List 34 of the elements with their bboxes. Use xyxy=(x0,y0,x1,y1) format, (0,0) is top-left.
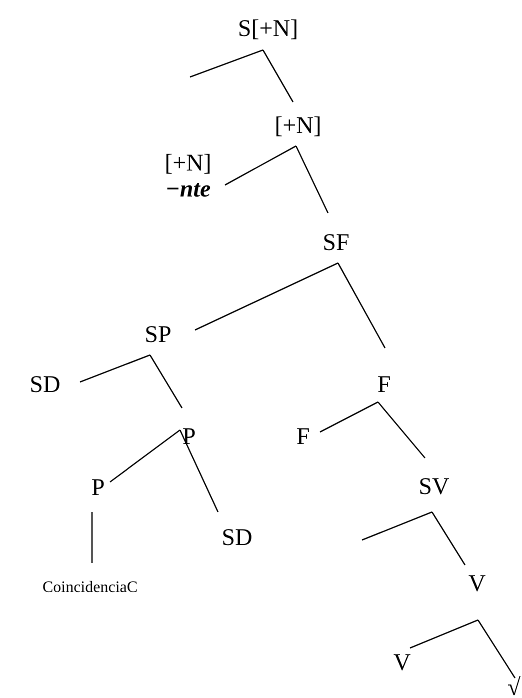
branch-line xyxy=(295,146,329,214)
branch-line xyxy=(80,354,150,383)
branch-line xyxy=(190,49,264,78)
tree-node-label: CoincidenciaC xyxy=(42,579,138,597)
branch-line xyxy=(149,354,183,408)
branch-line xyxy=(378,402,426,458)
branch-line xyxy=(362,511,432,541)
tree-node-label: SD xyxy=(30,372,60,398)
tree-node-label: F xyxy=(296,424,310,450)
branch-line xyxy=(320,401,378,433)
branch-line xyxy=(224,145,296,186)
tree-node-label: P xyxy=(91,474,105,502)
tree-node-label: V xyxy=(468,570,486,598)
branch-line xyxy=(110,429,180,483)
tree-node-label: F xyxy=(377,372,391,398)
branch-line xyxy=(431,512,466,566)
suffix-label: −nte xyxy=(164,177,212,204)
branch-line xyxy=(337,262,386,348)
tree-node-label: S[+N] xyxy=(238,16,298,42)
branch-line xyxy=(179,430,219,512)
tree-node-label: SP xyxy=(144,322,172,348)
tree-node-label: P xyxy=(182,424,196,450)
tree-node-label: [+N] xyxy=(164,150,212,177)
tree-node-label: SV xyxy=(418,474,450,500)
tree-node-label: [+N] xyxy=(274,112,322,140)
tree-node-label: SD xyxy=(222,524,252,552)
branch-line xyxy=(91,512,93,563)
tree-node-label: V xyxy=(393,650,411,676)
branch-line xyxy=(410,619,478,649)
branch-line xyxy=(194,262,338,331)
tree-node-label: SF xyxy=(322,230,350,256)
branch-line xyxy=(262,50,294,102)
tree-node-label: √ xyxy=(507,674,521,698)
branch-line xyxy=(477,620,516,678)
